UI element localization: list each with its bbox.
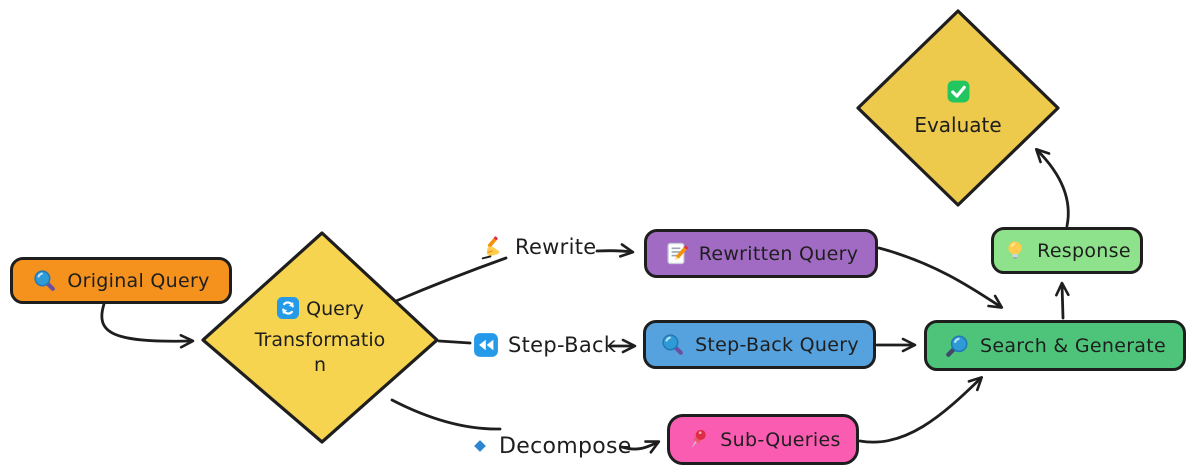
- node-rewritten-query[interactable]: Rewritten Query: [644, 229, 878, 278]
- pushpin-icon: [685, 427, 710, 452]
- magnifying-glass-icon: [660, 332, 685, 357]
- node-label: Query Transformation: [254, 298, 386, 377]
- magnifying-glass-tilted-icon: [944, 333, 970, 359]
- node-label: Rewritten Query: [698, 242, 859, 265]
- edge-original-to-transformation: [100, 302, 195, 349]
- node-step-back-query[interactable]: Step-Back Query: [643, 320, 876, 369]
- memo-icon: [664, 241, 689, 266]
- check-mark-icon: [946, 79, 971, 109]
- small-blue-diamond-icon: [470, 436, 490, 456]
- node-label: Sub-Queries: [720, 428, 841, 451]
- node-response[interactable]: Response: [991, 227, 1143, 274]
- node-search-generate[interactable]: Search & Generate: [924, 320, 1186, 371]
- node-label: Evaluate: [914, 113, 1002, 137]
- light-bulb-icon: [1003, 239, 1027, 263]
- writing-hand-icon: [479, 234, 506, 261]
- node-evaluate[interactable]: Evaluate: [855, 8, 1061, 208]
- edge-response-to-evaluate: [1034, 147, 1070, 228]
- node-label: Search & Generate: [979, 334, 1166, 357]
- edge-rewrite-label-to-rewritten-query: [595, 243, 635, 258]
- node-original-query[interactable]: Original Query: [10, 257, 232, 304]
- edge-search-generate-to-response: [1055, 281, 1070, 320]
- edge-label-text: Step-Back: [508, 333, 617, 357]
- node-label: Step-Back Query: [695, 333, 859, 356]
- node-query-transformation[interactable]: Query Transformation: [200, 230, 440, 445]
- edge-label-step-back: Step-Back: [473, 330, 616, 360]
- edge-label-text: Rewrite: [515, 235, 597, 259]
- edge-label-rewrite: Rewrite: [479, 232, 596, 262]
- edge-transformation-to-decompose-label: [390, 398, 502, 431]
- node-sub-queries[interactable]: Sub-Queries: [667, 414, 859, 465]
- fast-reverse-icon: [473, 332, 499, 358]
- edge-transformation-to-stepback-label: [437, 339, 472, 345]
- edge-label-decompose: Decompose: [470, 430, 632, 462]
- edge-decompose-label-to-subqueries: [620, 440, 661, 454]
- edge-label-text: Decompose: [499, 433, 632, 459]
- magnifying-glass-icon: [32, 268, 57, 293]
- node-label: Original Query: [67, 269, 210, 292]
- refresh-icon: [276, 296, 300, 328]
- edge-subqueries-to-search-generate: [858, 376, 984, 444]
- node-label: Response: [1037, 239, 1131, 262]
- diamond-shape: [201, 231, 439, 444]
- diamond-shape: [856, 9, 1060, 207]
- edge-rewritten-query-to-search-generate: [877, 246, 1004, 309]
- edge-transformation-to-rewrite-label: [394, 256, 508, 303]
